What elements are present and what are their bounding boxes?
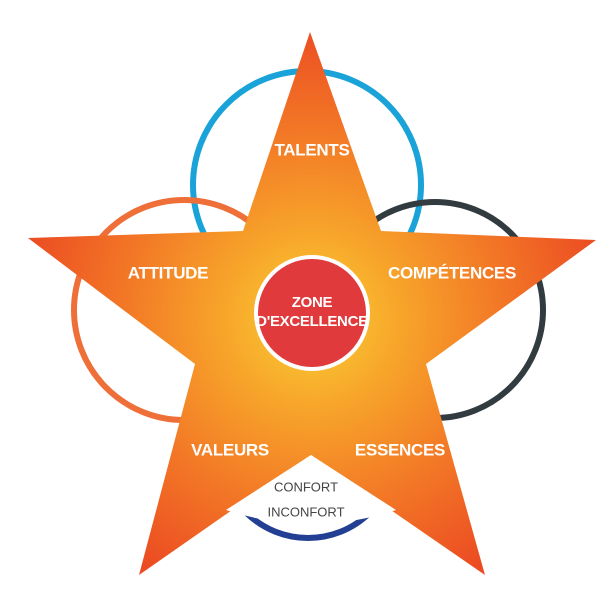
center-label-line1: ZONE: [292, 294, 333, 311]
label-inconfort: INCONFORT: [267, 504, 344, 519]
center-label-line2: D'EXCELLENCE: [256, 313, 368, 330]
label-attitude: ATTITUDE: [128, 263, 208, 282]
comfort-zone-notch: [226, 455, 396, 524]
label-talents: TALENTS: [274, 140, 349, 159]
center-disc: [258, 259, 366, 367]
label-confort: CONFORT: [274, 479, 338, 494]
label-essences: ESSENCES: [355, 440, 445, 459]
label-competences: COMPÉTENCES: [388, 263, 516, 282]
label-valeurs: VALEURS: [191, 440, 269, 459]
